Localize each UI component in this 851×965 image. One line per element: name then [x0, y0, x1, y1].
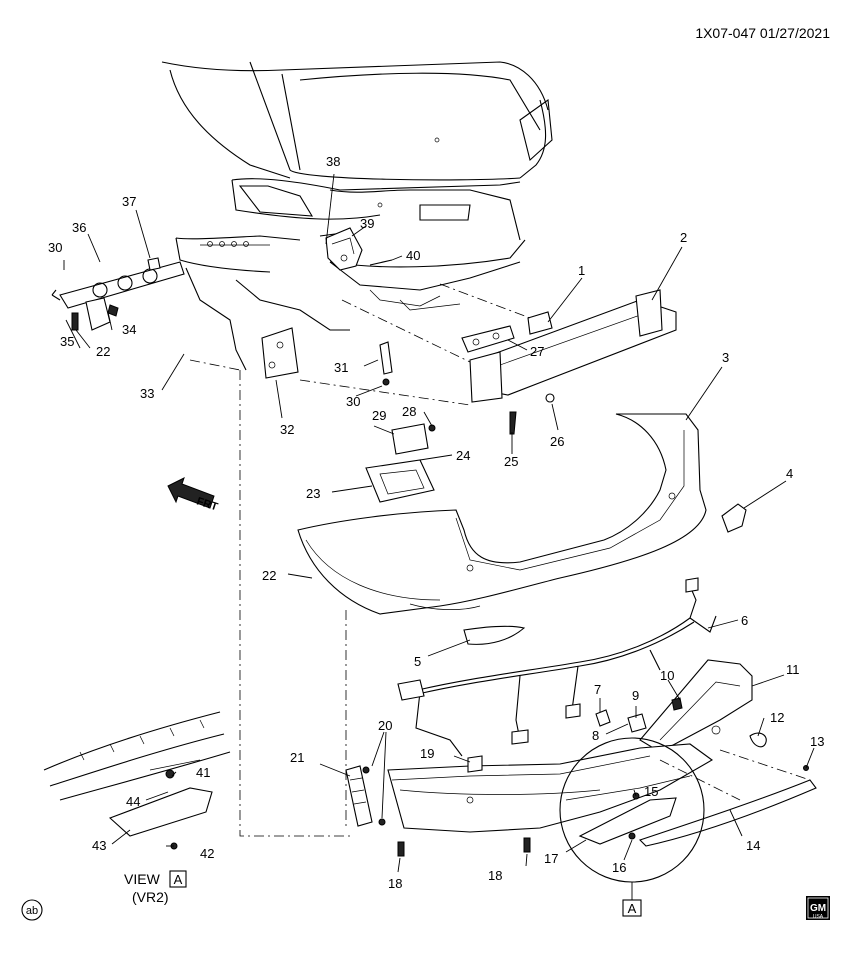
guide-lines: [189, 283, 811, 837]
callout-20: 20: [378, 718, 392, 733]
callout-18-b: 18: [488, 868, 502, 883]
callout-27: 27: [530, 344, 544, 359]
callout-32: 32: [280, 422, 294, 437]
callout-15: 15: [644, 784, 658, 799]
callout-33: 33: [140, 386, 154, 401]
callout-12: 12: [770, 710, 784, 725]
callout-31: 31: [334, 360, 348, 375]
callout-22-b: 22: [96, 344, 110, 359]
callout-17: 17: [544, 851, 558, 866]
part-3-bumper-fascia: [297, 413, 707, 615]
leader-lines: [63, 173, 815, 873]
gm-logo-subtext: USA: [813, 914, 824, 920]
callout-11: 11: [786, 662, 800, 677]
callout-26: 26: [550, 434, 564, 449]
gm-logo-text: GM: [810, 903, 826, 914]
callout-13: 13: [810, 734, 824, 749]
lower-bumper: [387, 743, 714, 857]
callout-19: 19: [420, 746, 434, 761]
callout-40: 40: [406, 248, 420, 263]
callout-22-a: 22: [262, 568, 276, 583]
callout-4: 4: [786, 466, 793, 481]
part-36-bracket: [51, 257, 185, 331]
callout-3: 3: [722, 350, 729, 365]
detail-circle-a: [559, 737, 705, 917]
part-21-bracket: [345, 765, 386, 827]
view-a-inset: [43, 711, 231, 850]
callout-41: 41: [196, 765, 210, 780]
part-5-reflector: [463, 625, 526, 645]
front-arrow-label: FRT: [195, 495, 219, 513]
callout-30-b: 30: [346, 394, 360, 409]
callout-37: 37: [122, 194, 136, 209]
part-27: [461, 325, 515, 353]
callout-23: 23: [306, 486, 320, 501]
callout-1: 1: [578, 263, 585, 278]
callout-16: 16: [612, 860, 626, 875]
ab-mark: ab: [21, 899, 43, 921]
view-label: VIEW: [124, 871, 161, 887]
callout-24: 24: [456, 448, 470, 463]
part-7-sensor: [595, 709, 647, 733]
diagram-reference: 1X07-047 01/27/2021: [695, 25, 830, 41]
vehicle-rear-body: [161, 61, 553, 371]
callout-28: 28: [402, 404, 416, 419]
ab-mark-label: ab: [26, 905, 38, 917]
part-2-reinforcement: [469, 289, 677, 403]
callout-7: 7: [594, 682, 601, 697]
front-arrow-icon: FRT: [167, 477, 219, 514]
callout-39: 39: [360, 216, 374, 231]
callout-18-a: 18: [388, 876, 402, 891]
callout-21: 21: [290, 750, 304, 765]
callout-9: 9: [632, 688, 639, 703]
callout-34: 34: [122, 322, 136, 337]
callout-labels: 1 2 3 4 5 6 7 8 9 10 11 12 13 14 15 16 1…: [48, 154, 824, 891]
gm-logo: GM USA: [806, 896, 830, 920]
detail-letter: A: [628, 901, 637, 916]
callout-44: 44: [126, 794, 140, 809]
callout-35: 35: [60, 334, 74, 349]
callout-30-a: 30: [48, 240, 62, 255]
callout-42: 42: [200, 846, 214, 861]
view-subtitle: (VR2): [132, 889, 169, 905]
callout-10: 10: [660, 668, 674, 683]
part-23-sensor-bracket: [365, 393, 555, 503]
callout-25: 25: [504, 454, 518, 469]
view-letter: A: [174, 872, 183, 887]
callout-5: 5: [414, 654, 421, 669]
callout-8: 8: [592, 728, 599, 743]
part-4: [721, 503, 747, 533]
callout-38: 38: [326, 154, 340, 169]
part-39-latch: [325, 227, 393, 271]
callout-14: 14: [746, 838, 760, 853]
callout-6: 6: [741, 613, 748, 628]
callout-36: 36: [72, 220, 86, 235]
callout-29: 29: [372, 408, 386, 423]
callout-43: 43: [92, 838, 106, 853]
view-a-label: VIEW A (VR2): [124, 870, 187, 905]
part-14-trim-strip: [638, 765, 817, 847]
part-6-wiring-harness: [397, 577, 717, 757]
part-11-lower-fascia: [639, 659, 767, 753]
part-31: [379, 341, 393, 386]
callout-2: 2: [680, 230, 687, 245]
part-32-bracket: [261, 327, 299, 379]
